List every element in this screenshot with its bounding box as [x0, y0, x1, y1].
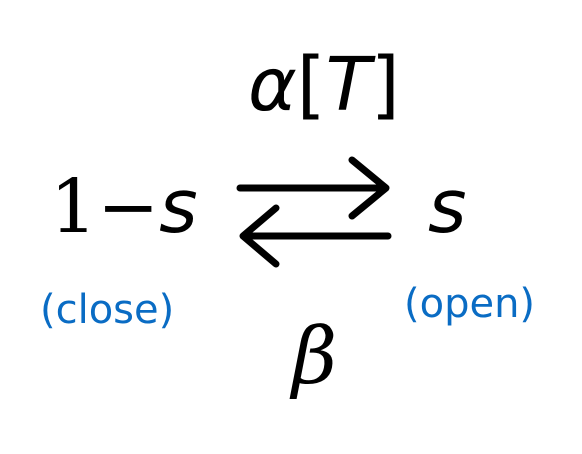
backward-arrow-icon — [239, 204, 392, 268]
backward-rate-label: β — [292, 312, 338, 402]
temperature-symbol: T — [325, 42, 371, 128]
one-number: 1 — [50, 164, 98, 250]
forward-arrow-icon — [236, 156, 390, 220]
bracket-open: [ — [296, 42, 326, 128]
forward-rate-label: α[T] — [248, 48, 400, 122]
s-variable-left: s — [159, 164, 198, 250]
close-state-label: (close) — [40, 287, 175, 333]
closed-state-expression: 1−s — [50, 170, 198, 244]
bracket-close: ] — [370, 42, 400, 128]
open-state-label: (open) — [404, 281, 536, 327]
open-state-expression: s — [428, 170, 467, 244]
s-variable-right: s — [428, 164, 467, 250]
minus-sign: − — [97, 164, 160, 250]
alpha-symbol: α — [248, 42, 297, 128]
